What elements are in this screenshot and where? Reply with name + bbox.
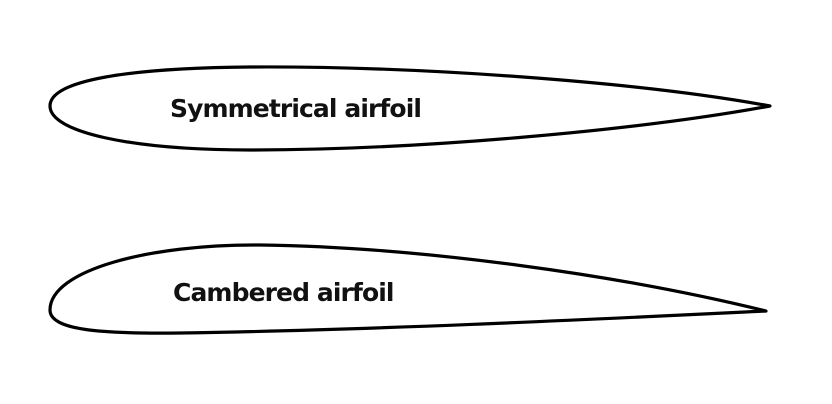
symmetrical-airfoil: Symmetrical airfoil <box>48 65 772 152</box>
cambered-airfoil: Cambered airfoil <box>48 243 768 335</box>
cambered-airfoil-outline <box>48 243 768 335</box>
symmetrical-airfoil-label: Symmetrical airfoil <box>170 94 421 123</box>
cambered-airfoil-label: Cambered airfoil <box>173 278 394 307</box>
symmetrical-airfoil-outline <box>48 65 772 152</box>
